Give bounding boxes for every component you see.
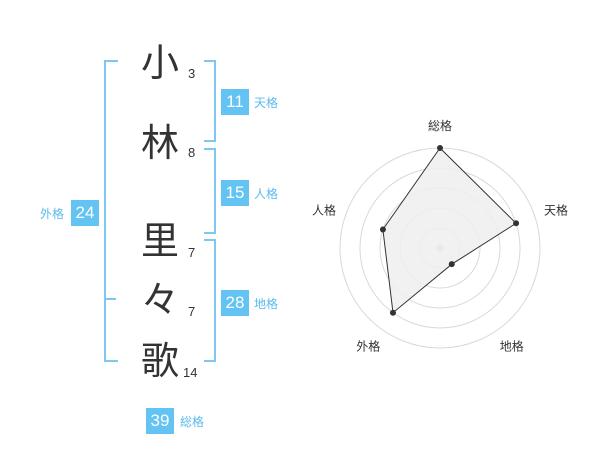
jinkaku-bracket	[204, 148, 216, 234]
gaikaku-value-badge: 24	[71, 200, 99, 226]
radar-axis-label-1: 総格	[428, 118, 452, 133]
chikaku-label: 地格	[254, 297, 279, 311]
radar-point-3	[448, 261, 455, 268]
radar-point-1	[437, 145, 443, 151]
radar-point-4	[389, 309, 396, 316]
stroke-count-4: 7	[188, 304, 196, 319]
tenkaku-label: 天格	[254, 96, 279, 110]
name-char-5: 歌	[140, 339, 179, 383]
chikaku-value-badge: 28	[221, 290, 249, 316]
radar-axis-label-4: 外格	[356, 339, 380, 354]
soukaku-value-badge: 39	[146, 408, 174, 434]
radar-axis-label-3: 地格	[500, 339, 524, 354]
jinkaku-label: 人格	[254, 187, 279, 201]
gaikaku-bracket	[104, 60, 118, 362]
name-char-4: 々	[140, 278, 179, 322]
name-char-1: 小	[140, 41, 179, 85]
radar-axis-label-5: 人格	[312, 202, 336, 217]
radar-point-5	[379, 226, 386, 233]
name-char-2: 林	[140, 121, 179, 165]
stroke-count-2: 8	[188, 145, 196, 160]
gaikaku-bracket-divider	[104, 298, 116, 300]
radar-axis-label-2: 天格	[544, 202, 568, 217]
tenkaku-value-badge: 11	[221, 89, 249, 115]
stroke-count-5: 14	[183, 365, 198, 380]
soukaku-label: 総格	[180, 415, 205, 429]
stroke-count-1: 3	[188, 66, 196, 81]
name-char-3: 里	[140, 219, 179, 263]
radar-point-2	[513, 220, 520, 227]
chikaku-bracket	[204, 239, 216, 362]
gaikaku-label: 外格	[40, 207, 65, 221]
radar-data-area	[382, 147, 517, 314]
stroke-count-3: 7	[188, 245, 196, 260]
radar-data-points	[379, 145, 520, 316]
tenkaku-bracket	[204, 60, 216, 142]
jinkaku-value-badge: 15	[221, 180, 249, 206]
